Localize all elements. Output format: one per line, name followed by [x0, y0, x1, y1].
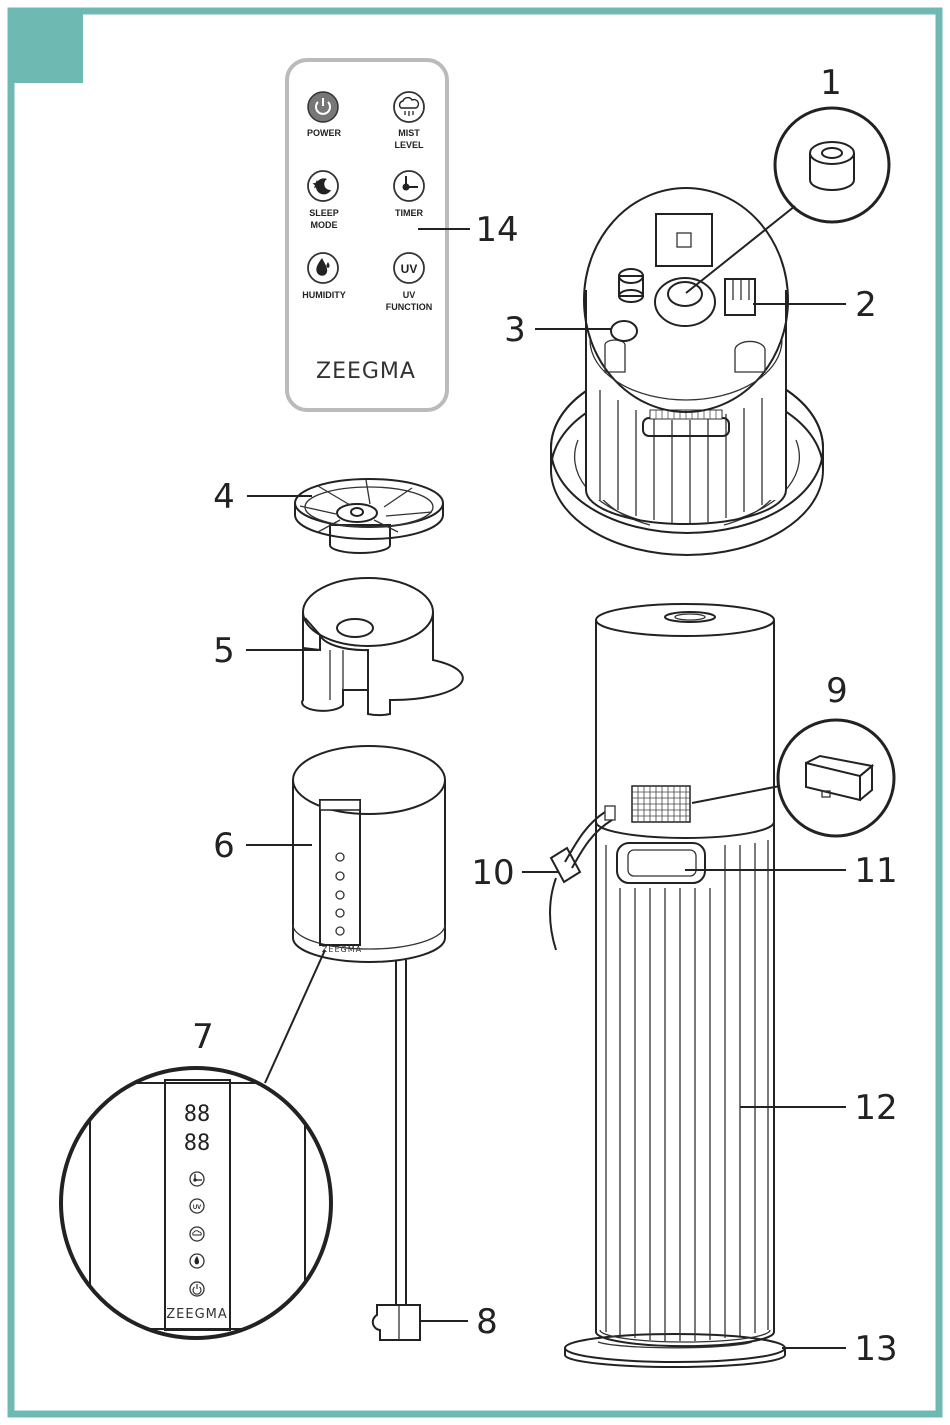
water-tank: ZEEGMA: [293, 746, 445, 962]
callout-5: 5: [213, 631, 235, 671]
callout-11: 11: [854, 851, 897, 891]
zoom-part-1: [775, 108, 889, 222]
display-digits-top: 88: [184, 1102, 211, 1127]
tube-connector: [373, 960, 420, 1340]
uv-label-2: FUNCTION: [386, 302, 433, 312]
callout-3: 3: [504, 310, 526, 350]
zoom-line-9: [692, 785, 785, 803]
callout-6: 6: [213, 826, 235, 866]
callout-4: 4: [213, 477, 235, 517]
remote-timer-button: TIMER: [394, 171, 424, 218]
uv-icon: UV: [401, 262, 418, 276]
mist-nozzle: [295, 479, 443, 553]
remote-control: POWER MIST LEVEL SLEEP MODE: [287, 60, 447, 410]
callout-9: 9: [826, 671, 848, 711]
callout-13: 13: [854, 1329, 897, 1369]
callout-2: 2: [855, 285, 877, 325]
mist-label-1: MIST: [398, 128, 420, 138]
mist-label-2: LEVEL: [394, 140, 424, 150]
uv-label-1: UV: [403, 290, 416, 300]
sleep-label-2: MODE: [311, 220, 338, 230]
power-label: POWER: [307, 128, 342, 138]
zoom-line-7: [265, 950, 325, 1083]
callout-12: 12: [854, 1088, 897, 1128]
callout-14: 14: [475, 210, 518, 250]
svg-text:UV: UV: [193, 1205, 201, 1211]
callout-1: 1: [820, 63, 842, 103]
sleep-label-1: SLEEP: [309, 208, 339, 218]
zoom-control-panel: 88 88 UV ZEEGMA: [60, 1068, 340, 1338]
humidity-label: HUMIDITY: [302, 290, 346, 300]
callout-10: 10: [471, 853, 514, 893]
zoom-part-9: [778, 720, 894, 836]
remote-power-button: POWER: [307, 92, 342, 138]
tank-brand: ZEEGMA: [322, 945, 362, 954]
callout-8: 8: [476, 1302, 498, 1342]
panel-brand: ZEEGMA: [166, 1307, 228, 1322]
display-digits-bottom: 88: [184, 1131, 211, 1156]
base-unit: [551, 188, 823, 555]
corner-tab: [11, 11, 83, 83]
tower-unit: [550, 604, 785, 1367]
remote-brand: ZEEGMA: [316, 359, 416, 384]
tank-cap: [302, 578, 463, 715]
callout-7: 7: [192, 1017, 214, 1057]
timer-label: TIMER: [395, 208, 423, 218]
